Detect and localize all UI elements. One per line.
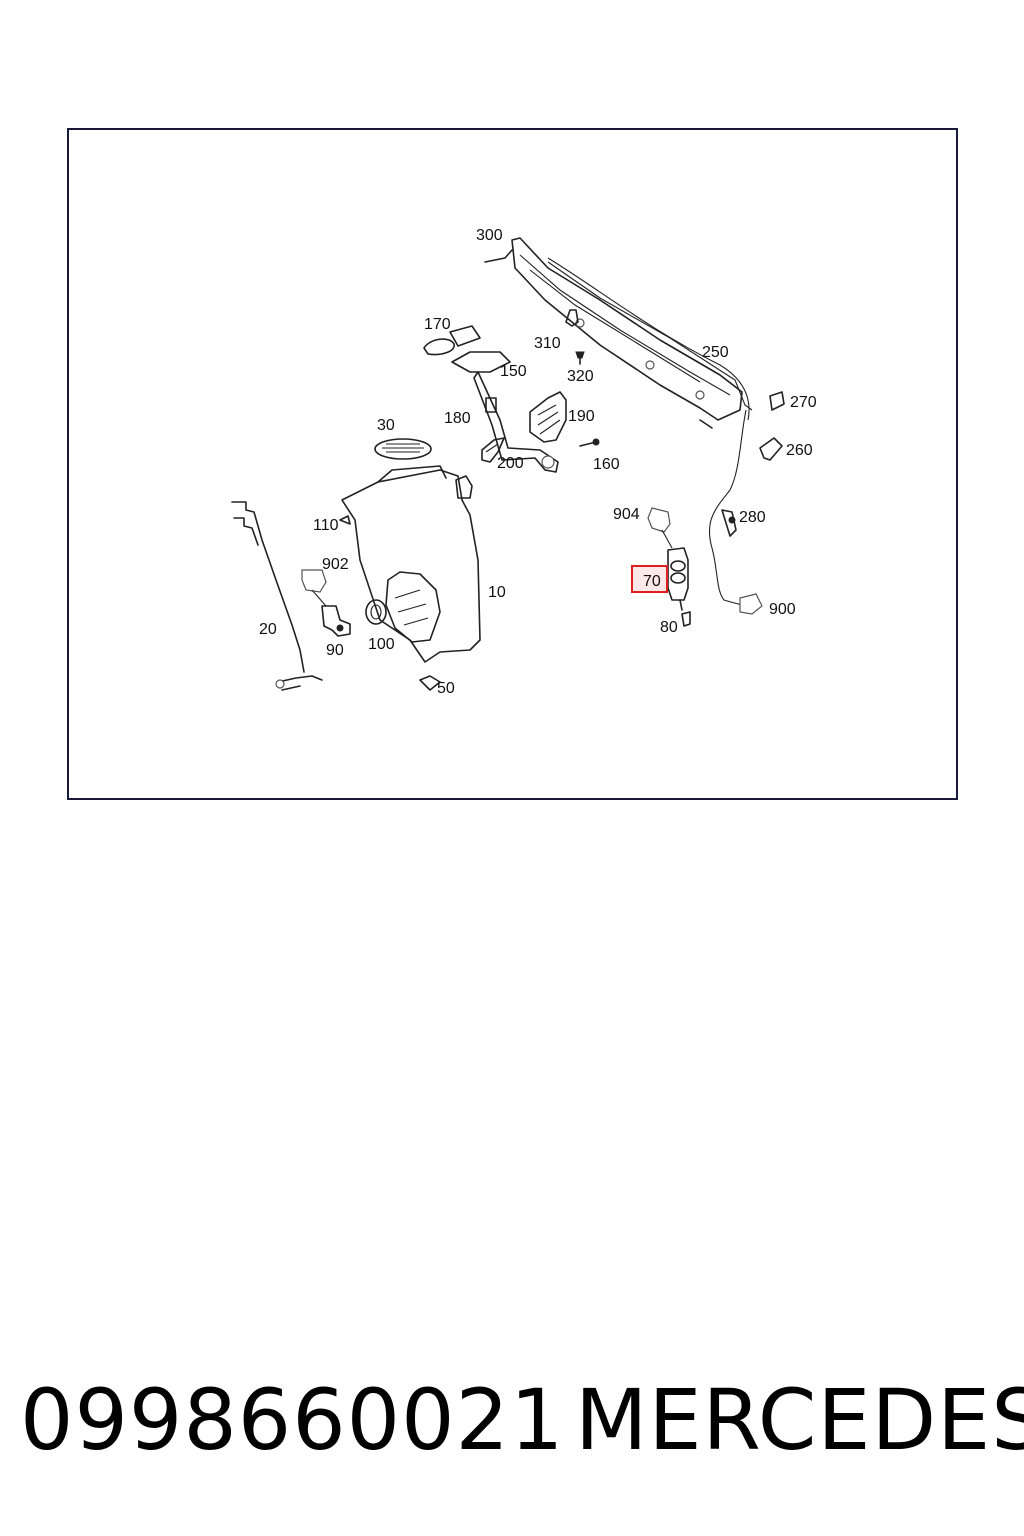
part-190 [529, 391, 567, 443]
washer-hose-upper [547, 257, 750, 421]
connector-904 [647, 507, 673, 549]
label-250: 250 [702, 344, 729, 361]
label-110: 110 [313, 517, 339, 534]
label-10: 10 [488, 584, 506, 601]
brand-name: MERCEDES [575, 1371, 1024, 1469]
nozzle-280 [721, 509, 737, 537]
part-number: 0998660021 [20, 1371, 565, 1469]
grommet-100 [365, 599, 387, 625]
label-90: 90 [326, 642, 344, 659]
washer-hose-lower [708, 409, 759, 611]
label-150: 150 [500, 363, 527, 380]
label-310: 310 [534, 335, 561, 352]
label-902: 902 [322, 556, 349, 573]
clip-180 [485, 397, 497, 413]
label-30: 30 [377, 417, 395, 434]
clip-310 [565, 309, 579, 327]
label-300: 300 [476, 227, 503, 244]
label-260: 260 [786, 442, 813, 459]
screw-160 [579, 438, 600, 447]
highlight-box [631, 565, 668, 593]
label-200: 200 [497, 455, 524, 472]
wiper-frame-part [484, 237, 753, 429]
label-160: 160 [593, 456, 620, 473]
label-70: 70 [643, 573, 661, 590]
cap-170 [423, 325, 481, 356]
bracket-260 [759, 437, 783, 461]
label-280: 280 [739, 509, 766, 526]
label-190: 190 [568, 408, 595, 425]
connector-902 [301, 569, 327, 607]
reservoir-10 [341, 465, 481, 663]
label-170: 170 [424, 316, 451, 333]
clip-110 [339, 515, 351, 525]
label-50: 50 [437, 680, 455, 697]
part-200 [481, 437, 505, 463]
screw-320 [575, 351, 585, 365]
part-caption: 0998660021 MERCEDES [0, 1365, 1024, 1475]
label-100: 100 [368, 636, 395, 653]
clip-270 [769, 391, 785, 411]
plug-50 [419, 675, 441, 691]
hose-20 [231, 501, 323, 691]
filler-neck-150 [451, 351, 559, 473]
label-904: 904 [613, 506, 640, 523]
cover-30 [374, 438, 432, 460]
pump-90 [321, 605, 351, 637]
washer-pump-70 [667, 547, 689, 611]
label-80: 80 [660, 619, 678, 636]
connector-900 [739, 593, 763, 615]
label-900: 900 [769, 601, 796, 618]
label-320: 320 [567, 368, 594, 385]
label-270: 270 [790, 394, 817, 411]
label-180: 180 [444, 410, 471, 427]
clip-80 [681, 611, 691, 627]
label-20: 20 [259, 621, 277, 638]
